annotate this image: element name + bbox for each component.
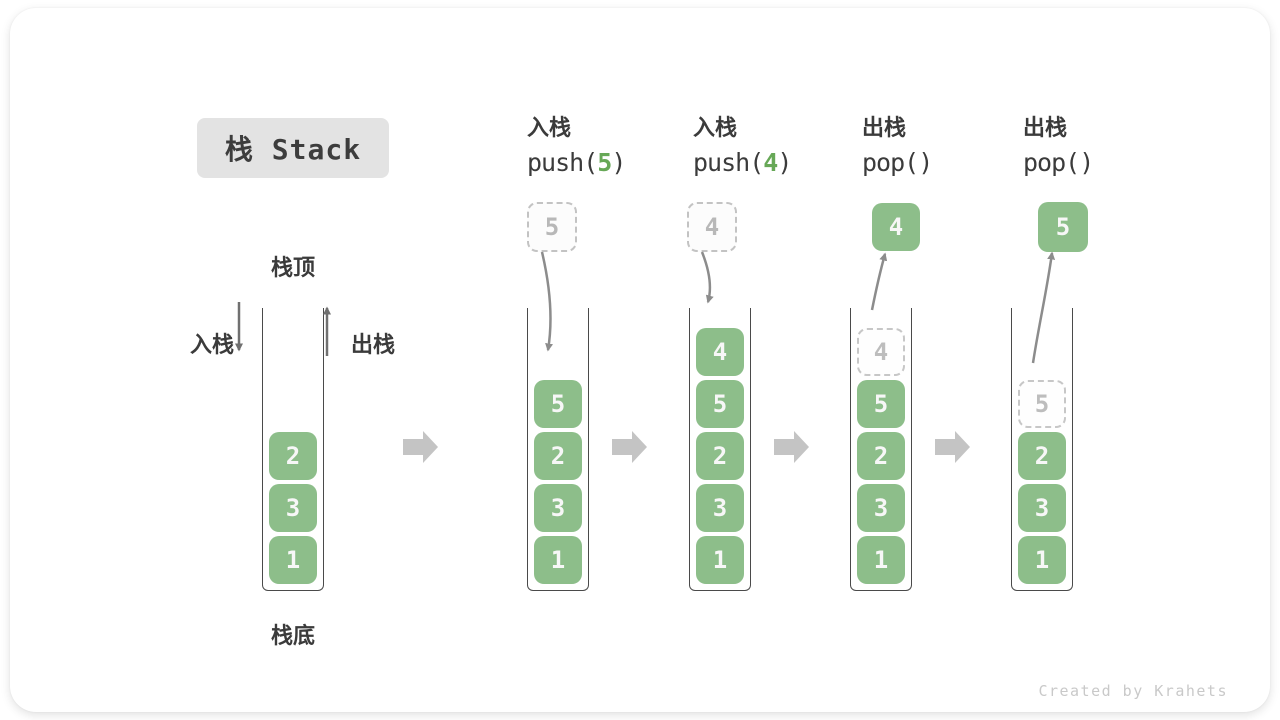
stack-cell: 2: [534, 432, 582, 480]
stack-bottom-label: 栈底: [270, 623, 315, 648]
stack-cell: 4: [696, 328, 744, 376]
op-header-pop-first: 出栈 pop(): [862, 113, 933, 177]
stack-cell: 5: [857, 380, 905, 428]
diagram-card: 栈 Stack 栈顶 栈底 入栈 出栈 入栈 push(5) 入栈 push(4…: [10, 8, 1270, 712]
diagram-title-text: 栈 Stack: [224, 133, 362, 166]
code-arg: 5: [597, 148, 612, 177]
stack-cell: 1: [696, 536, 744, 584]
stack-cell: 1: [269, 536, 317, 584]
op-header-push5: 入栈 push(5): [527, 113, 626, 177]
popped-value-box-5: 5: [1038, 202, 1088, 252]
stack-cell: 1: [857, 536, 905, 584]
watermark: Created by Krahets: [1038, 682, 1228, 700]
op-label: 入栈: [527, 115, 572, 140]
stack-cell-ghost: 5: [1018, 380, 1066, 428]
code-prefix: push(: [693, 148, 764, 177]
stack-cell: 2: [269, 432, 317, 480]
op-header-push4: 入栈 push(4): [693, 113, 792, 177]
stack-vessel-initial: 2 3 1: [262, 308, 324, 591]
stack-cell: 3: [269, 484, 317, 532]
stack-cell: 2: [1018, 432, 1066, 480]
stack-cell: 2: [696, 432, 744, 480]
stack-vessel-push5: 5 2 3 1: [527, 308, 589, 591]
op-label: 入栈: [693, 115, 738, 140]
stack-cell: 3: [534, 484, 582, 532]
stack-vessel-push4: 4 5 2 3 1: [689, 308, 751, 591]
diagram-title: 栈 Stack: [197, 118, 389, 178]
pop-side-label: 出栈: [351, 332, 396, 357]
code-suffix: ): [918, 148, 933, 177]
stack-cell-ghost: 4: [857, 328, 905, 376]
stack-cell: 1: [1018, 536, 1066, 584]
popped-value-box-4: 4: [872, 203, 920, 251]
push-value-box-4: 4: [687, 202, 737, 252]
stack-cell: 3: [696, 484, 744, 532]
code-arg: 4: [763, 148, 778, 177]
op-label: 出栈: [862, 115, 907, 140]
code-prefix: pop(: [1023, 148, 1080, 177]
stack-cell: 3: [857, 484, 905, 532]
code-suffix: ): [611, 148, 626, 177]
stack-vessel-pop-first: 4 5 2 3 1: [850, 308, 912, 591]
code-suffix: ): [777, 148, 792, 177]
op-code: push(4): [693, 148, 792, 177]
stack-cell: 3: [1018, 484, 1066, 532]
push-side-label: 入栈: [189, 332, 234, 357]
op-label: 出栈: [1023, 115, 1068, 140]
stack-cell: 5: [534, 380, 582, 428]
stack-top-label: 栈顶: [270, 255, 315, 280]
push-value-box-5: 5: [527, 202, 577, 252]
code-prefix: push(: [527, 148, 598, 177]
op-code: pop(): [1023, 148, 1094, 177]
op-code: pop(): [862, 148, 933, 177]
code-prefix: pop(: [862, 148, 919, 177]
stack-cell: 5: [696, 380, 744, 428]
stack-cell: 1: [534, 536, 582, 584]
op-header-pop-second: 出栈 pop(): [1023, 113, 1094, 177]
code-suffix: ): [1079, 148, 1094, 177]
stack-vessel-pop-second: 5 2 3 1: [1011, 308, 1073, 591]
stack-cell: 2: [857, 432, 905, 480]
op-code: push(5): [527, 148, 626, 177]
